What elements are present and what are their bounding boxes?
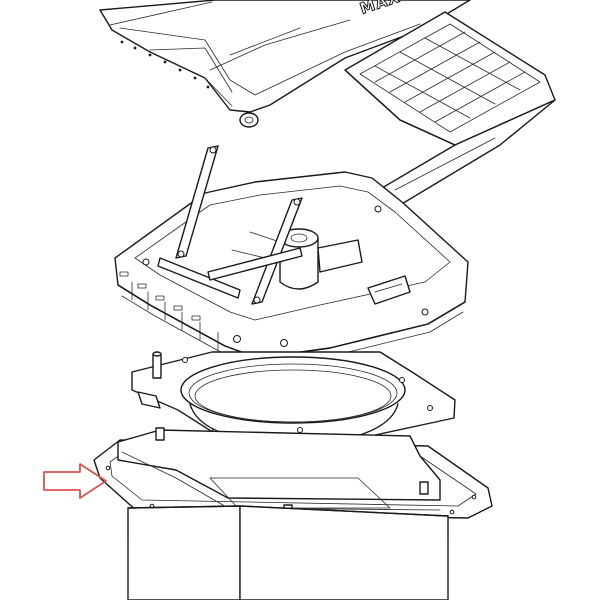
garnish-ring <box>131 351 456 447</box>
vent-lid: MAX <box>99 0 471 128</box>
ring-post <box>152 351 162 379</box>
lid-knob <box>239 112 259 128</box>
lift-arm-right <box>251 197 303 305</box>
mounting-flange <box>93 427 493 519</box>
roof-opening-shaft <box>127 505 449 600</box>
pointer-arrow <box>43 463 107 499</box>
crank-linkage <box>157 247 303 299</box>
lift-arm-left <box>175 145 219 259</box>
fan-grille <box>344 11 556 206</box>
